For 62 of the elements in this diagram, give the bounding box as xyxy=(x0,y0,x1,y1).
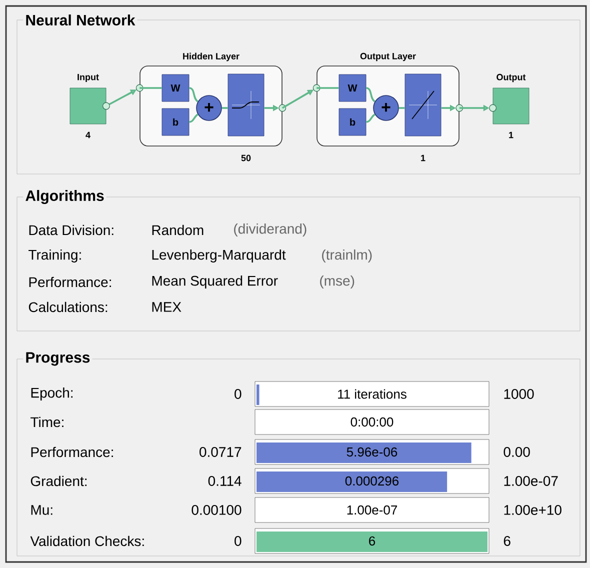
node-label: 50 xyxy=(241,154,251,162)
connector-line xyxy=(366,87,376,102)
arrow xyxy=(282,84,320,109)
value-text: (trainlm) xyxy=(322,249,372,263)
value-text: 0 xyxy=(234,536,242,546)
field-label: Mu: xyxy=(31,505,52,515)
connector-line xyxy=(398,107,405,109)
weight-box: b xyxy=(338,108,366,136)
transfer-function-box xyxy=(404,74,442,136)
node-label: Input xyxy=(78,74,99,82)
arrow xyxy=(441,104,464,112)
port-square: Input 4 xyxy=(70,74,106,138)
field-label: Gradient: xyxy=(30,476,87,486)
value-text: Random xyxy=(152,224,204,236)
progress-bar: 0.000296 xyxy=(254,468,490,494)
progress-bar: 0:00:00 xyxy=(254,409,490,435)
arrow xyxy=(264,104,286,112)
field-label: Calculations: xyxy=(28,302,108,312)
progress-bar: 5.96e-06 xyxy=(254,439,490,465)
value-text: 1000 xyxy=(504,389,534,399)
connector-line xyxy=(140,87,162,89)
connector-line xyxy=(316,87,339,89)
value-text: 0.114 xyxy=(208,476,242,486)
value-text: 6 xyxy=(504,536,510,546)
value-text: Mean Squared Error xyxy=(152,275,278,289)
node-label: 1 xyxy=(509,132,514,138)
connector-line xyxy=(189,87,198,102)
connector-line xyxy=(222,107,228,109)
transfer-function-box xyxy=(228,74,264,136)
connector-line xyxy=(366,114,376,123)
node-label: Hidden Layer xyxy=(183,52,240,62)
value-text: MEX xyxy=(152,302,182,312)
node-label: 4 xyxy=(86,132,90,138)
value-text: 0 xyxy=(234,389,242,399)
field-label: Epoch: xyxy=(31,387,73,401)
field-label: Time: xyxy=(30,416,64,428)
field-label: Training: xyxy=(28,249,81,263)
progress-bar: 6 xyxy=(254,528,490,554)
value-text: 0.00100 xyxy=(192,505,242,515)
value-text: (mse) xyxy=(320,275,354,289)
value-text: Levenberg-Marquardt xyxy=(152,249,286,263)
value-text: (dividerand) xyxy=(234,223,306,237)
field-label: Data Division: xyxy=(29,224,114,236)
arrow xyxy=(102,84,144,110)
field-label: Validation Checks: xyxy=(30,536,144,546)
value-text: 0.00 xyxy=(504,447,530,457)
weight-box: W xyxy=(162,74,190,102)
connector-line xyxy=(189,114,198,123)
field-label: Performance: xyxy=(31,446,113,458)
node-label: 1 xyxy=(421,154,426,162)
port-square: Output 1 xyxy=(492,74,530,138)
weight-box: W xyxy=(338,74,366,102)
weight-box: b xyxy=(162,108,190,136)
value-text: 1.00e+10 xyxy=(504,505,562,515)
value-text: 1.00e-07 xyxy=(504,476,558,486)
node-label: Output Layer xyxy=(360,52,416,62)
field-label: Performance: xyxy=(29,276,111,288)
progress-bar: 1.00e-07 xyxy=(254,497,490,523)
node-label: Output xyxy=(496,74,526,82)
progress-bar: 11 iterations xyxy=(254,381,490,407)
value-text: 0.0717 xyxy=(200,447,242,457)
arrow xyxy=(459,104,496,112)
